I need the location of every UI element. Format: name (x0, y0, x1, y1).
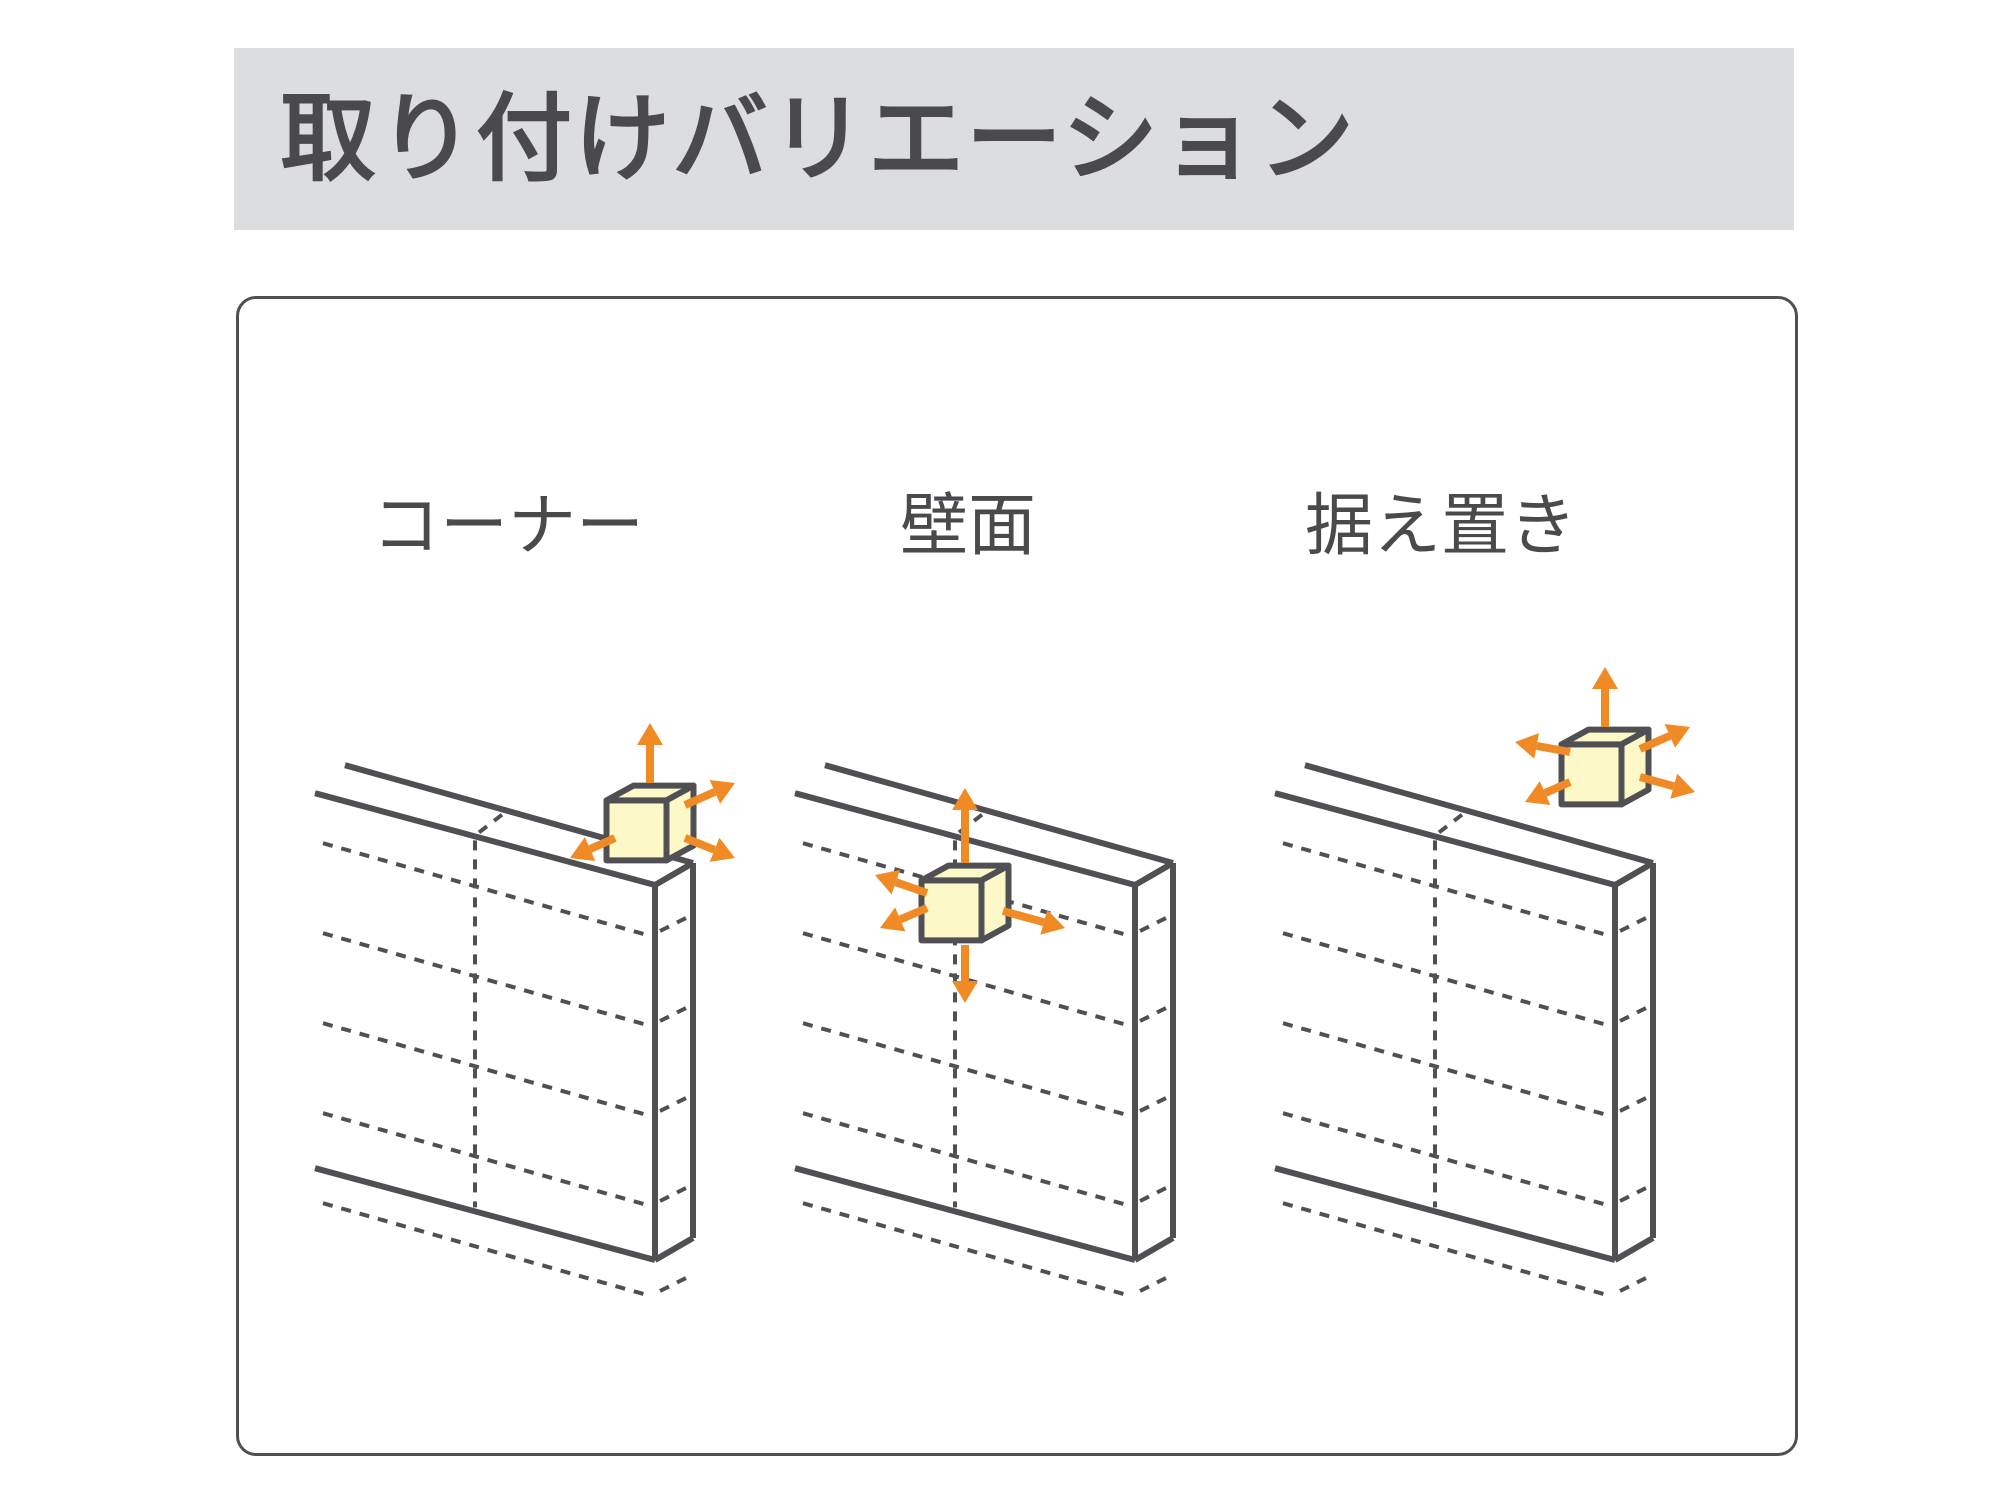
wall-bottom-side-edge (653, 1235, 695, 1263)
arrow-shaft (1535, 742, 1571, 756)
panel-seam-side (659, 1185, 689, 1203)
panel-seam-horizontal (1282, 841, 1608, 937)
arrow-head (709, 837, 735, 862)
panel-seam-side (659, 1095, 689, 1113)
arrow-shaft (1001, 907, 1045, 927)
wall-bottom-side-edge (1613, 1235, 1655, 1263)
panel-seam-side (659, 1275, 689, 1293)
arrow-head (1670, 773, 1695, 799)
arrow-head (1592, 667, 1618, 689)
arrow-head (637, 723, 663, 745)
label-wall: 壁面 (900, 487, 1037, 566)
panel-seam-horizontal (1282, 1021, 1608, 1117)
wall-top-side-edge (1613, 860, 1655, 888)
title-bar: 取り付けバリエーション (234, 48, 1794, 230)
arrow-shaft (683, 788, 717, 809)
panel-seam-horizontal (1282, 931, 1608, 1027)
wall-bottom-edge (314, 1165, 656, 1263)
panel-seam-side (1139, 1005, 1169, 1023)
panel-seam-horizontal (322, 1111, 648, 1207)
cube-side-face (978, 862, 1012, 944)
arrow-shaft (894, 878, 929, 897)
arrow-shaft (588, 834, 617, 853)
wall-bottom-edge (1274, 1165, 1616, 1263)
arrow-shaft (1638, 732, 1672, 753)
panel-seam-horizontal (1282, 1111, 1608, 1207)
panel-seam-side (1139, 1095, 1169, 1113)
wall-top-back-edge (1304, 762, 1654, 866)
arrow-head (1040, 909, 1065, 935)
wall-top-side-edge (653, 860, 695, 888)
arrow-head (709, 779, 735, 804)
arrow-shaft (683, 834, 717, 854)
wall-bottom-side-edge (1133, 1235, 1175, 1263)
wall-top-back-edge (824, 762, 1174, 866)
arrow-head (1515, 733, 1539, 759)
panel-seam-horizontal (802, 1111, 1128, 1207)
cube-front-face (918, 877, 985, 944)
panel-seam-side (659, 915, 689, 933)
arrow-shaft (1543, 778, 1572, 797)
arrow-head (952, 981, 978, 1003)
wall-top-front-edge (314, 790, 656, 888)
panel-seam-side (1619, 915, 1649, 933)
label-corner: コーナー (372, 487, 645, 566)
panel-seam-horizontal (802, 1021, 1128, 1117)
arrow-head (952, 788, 978, 810)
cube-front-face (1558, 741, 1625, 808)
wall-mount-diagram-icon (794, 762, 1176, 1297)
wall-top-front-edge (1274, 790, 1616, 888)
panel-seam-top (1437, 810, 1467, 834)
panel-seam-horizontal (322, 931, 648, 1027)
arrow-head (1525, 781, 1551, 805)
label-top: 据え置き (1305, 487, 1578, 566)
panel-seam-side (1139, 1275, 1169, 1293)
top-mount-diagram-icon (1274, 667, 1695, 1297)
panel-seam-side (659, 1005, 689, 1023)
cube-front-face (603, 797, 670, 864)
panel-seam-side (1619, 1275, 1649, 1293)
panel-seam-horizontal (322, 1021, 648, 1117)
arrow-head (880, 907, 906, 932)
panel-seam-side (1139, 915, 1169, 933)
panel-seam-horizontal (322, 841, 648, 937)
panel-seam-side (1619, 1185, 1649, 1203)
wall-bottom-edge (794, 1165, 1136, 1263)
cube-side-face (1618, 726, 1652, 808)
wall-top-side-edge (1133, 860, 1175, 888)
arrow-head (1664, 723, 1690, 748)
panel-seam-side (1139, 1185, 1169, 1203)
page-title: 取り付けバリエーション (280, 83, 1357, 195)
arrow-head (570, 837, 596, 861)
cube-side-face (663, 782, 697, 864)
variations-panel (236, 296, 1798, 1456)
arrow-shaft (1638, 773, 1675, 791)
arrow-shaft (898, 904, 929, 924)
panel-seam-top (477, 810, 507, 834)
arrow-head (875, 869, 901, 895)
corner-mount-diagram-icon (314, 723, 735, 1297)
panel-seam-side (1619, 1005, 1649, 1023)
panel-seam-side (1619, 1095, 1649, 1113)
